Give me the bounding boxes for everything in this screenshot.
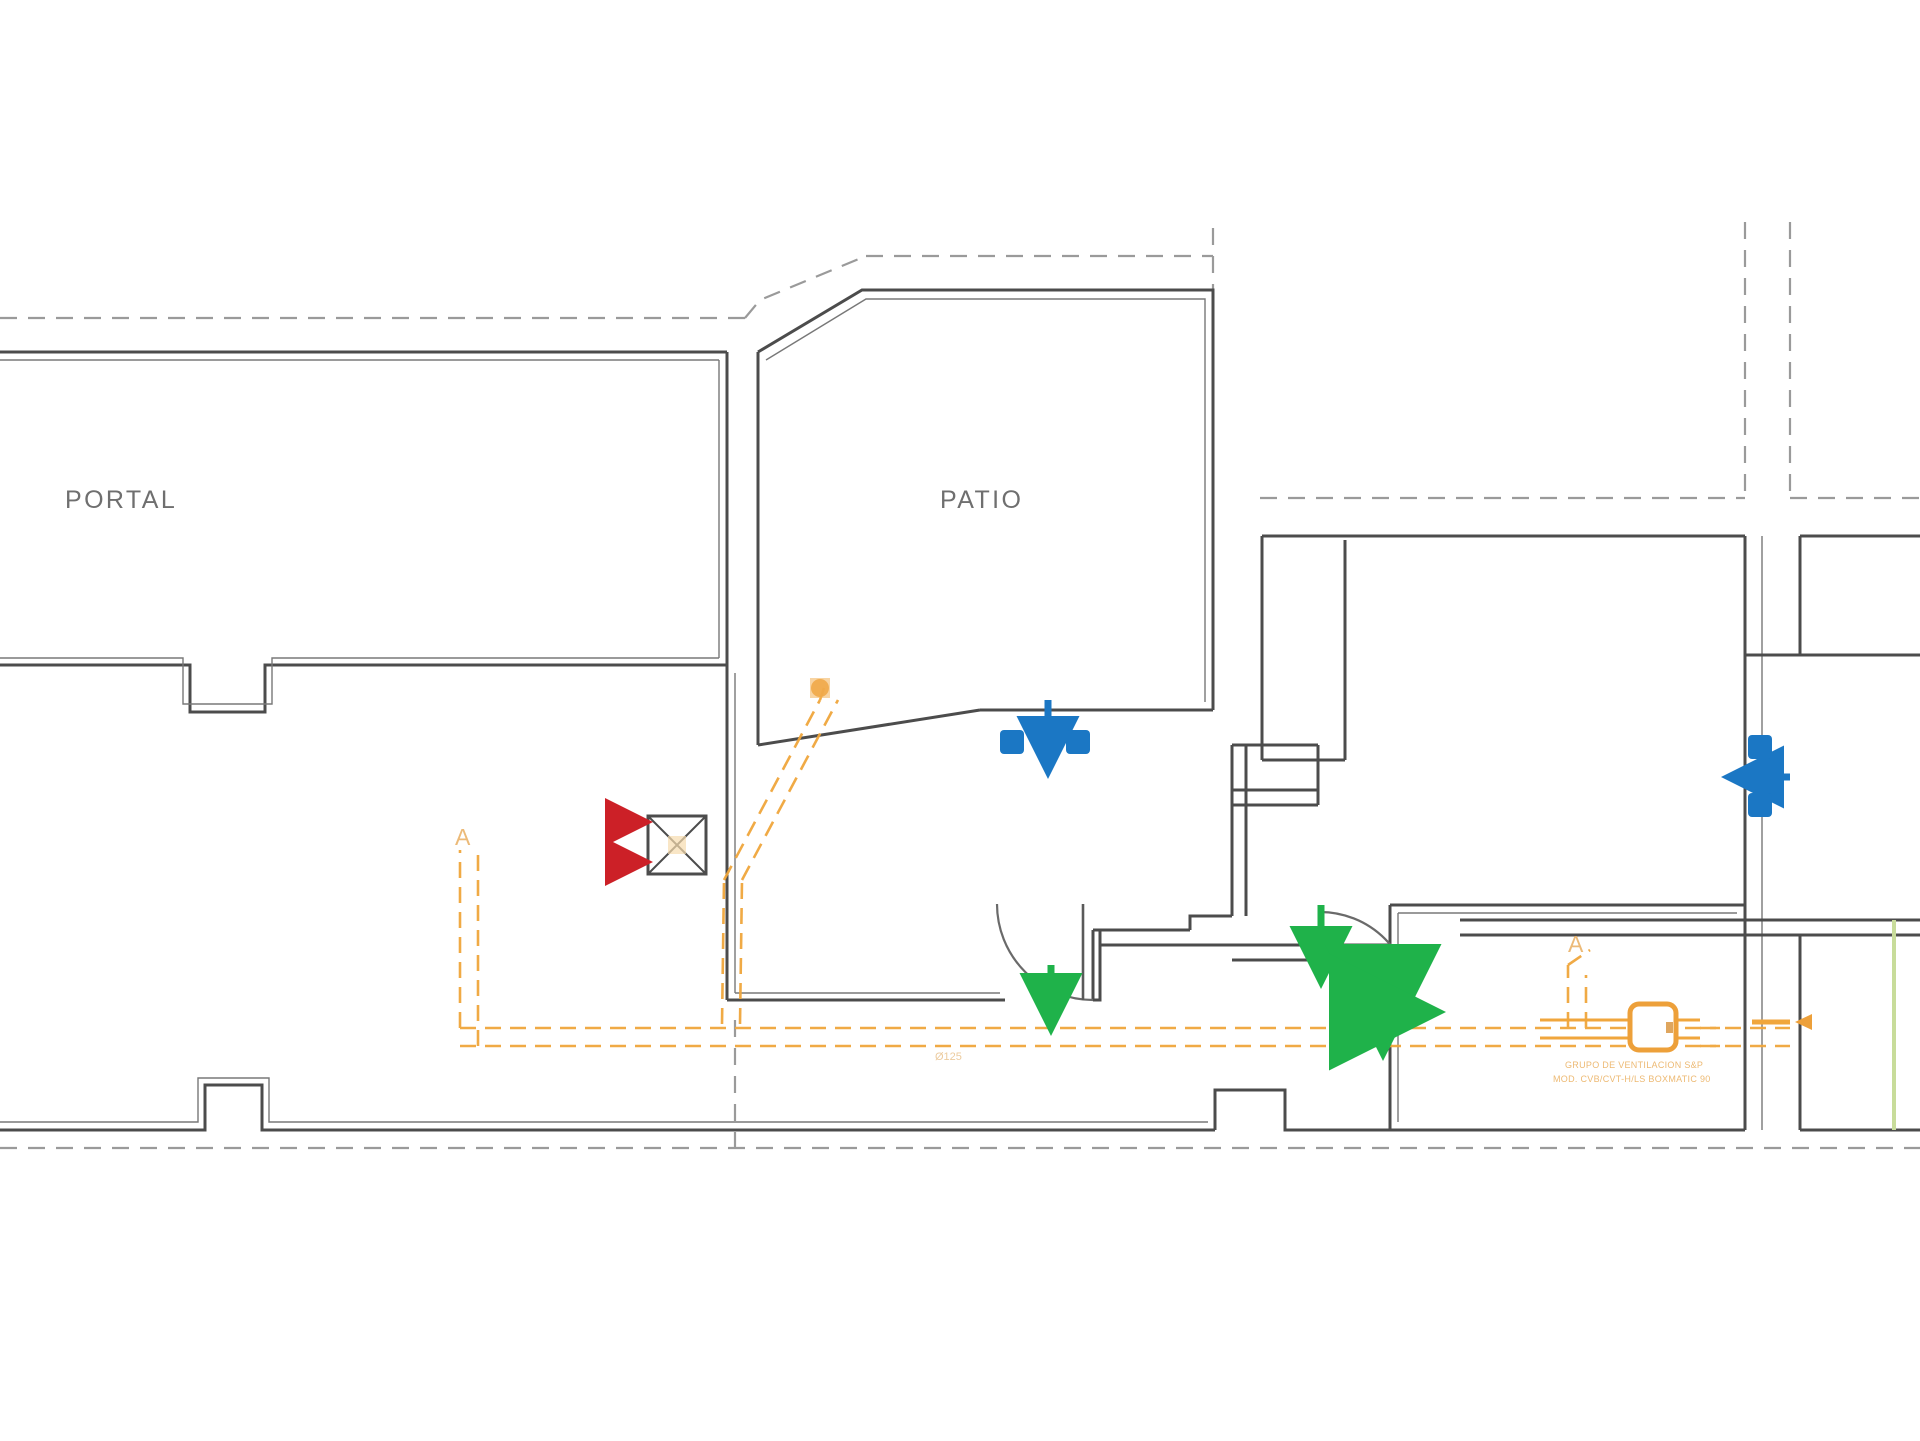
portal-room-walls xyxy=(0,350,729,714)
blue-extraction-arrows xyxy=(1016,700,1790,809)
dashed-boundary-lines xyxy=(0,222,1920,1150)
ventilation-fan-unit xyxy=(1627,1001,1679,1053)
red-supply-arrows xyxy=(605,798,653,886)
duct-terminal-marker xyxy=(1795,1014,1812,1030)
door-leaf-lines xyxy=(1081,904,1322,1000)
duct-junction-block xyxy=(810,678,830,698)
fan-note-line-2: MOD. CVB/CVT-H/LS BOXMATIC 90 xyxy=(1553,1074,1711,1084)
green-airflow-arrows xyxy=(1019,905,1353,1036)
blue-valve-markers xyxy=(1000,730,1772,817)
patio-room-walls xyxy=(756,288,1215,747)
duct-marker-a-left: A xyxy=(455,824,471,850)
duct-marker-a-right: A xyxy=(1568,931,1584,957)
fan-note-line-1: GRUPO DE VENTILACION S&P xyxy=(1565,1060,1703,1070)
green-door-airflow-arrows xyxy=(1324,944,1446,1071)
right-upper-room-walls xyxy=(1260,534,1920,1130)
room-label-portal: PORTAL xyxy=(65,486,177,514)
hallway-walls xyxy=(725,665,1390,1002)
lower-wall-jogs xyxy=(0,1077,1390,1132)
duct-connectors xyxy=(685,843,1790,1040)
room-label-patio: PATIO xyxy=(940,486,1023,514)
supply-diffuser xyxy=(646,814,708,876)
door-swing-arcs xyxy=(995,903,1414,1005)
duct-size-tag: Ø125 xyxy=(935,1051,962,1063)
